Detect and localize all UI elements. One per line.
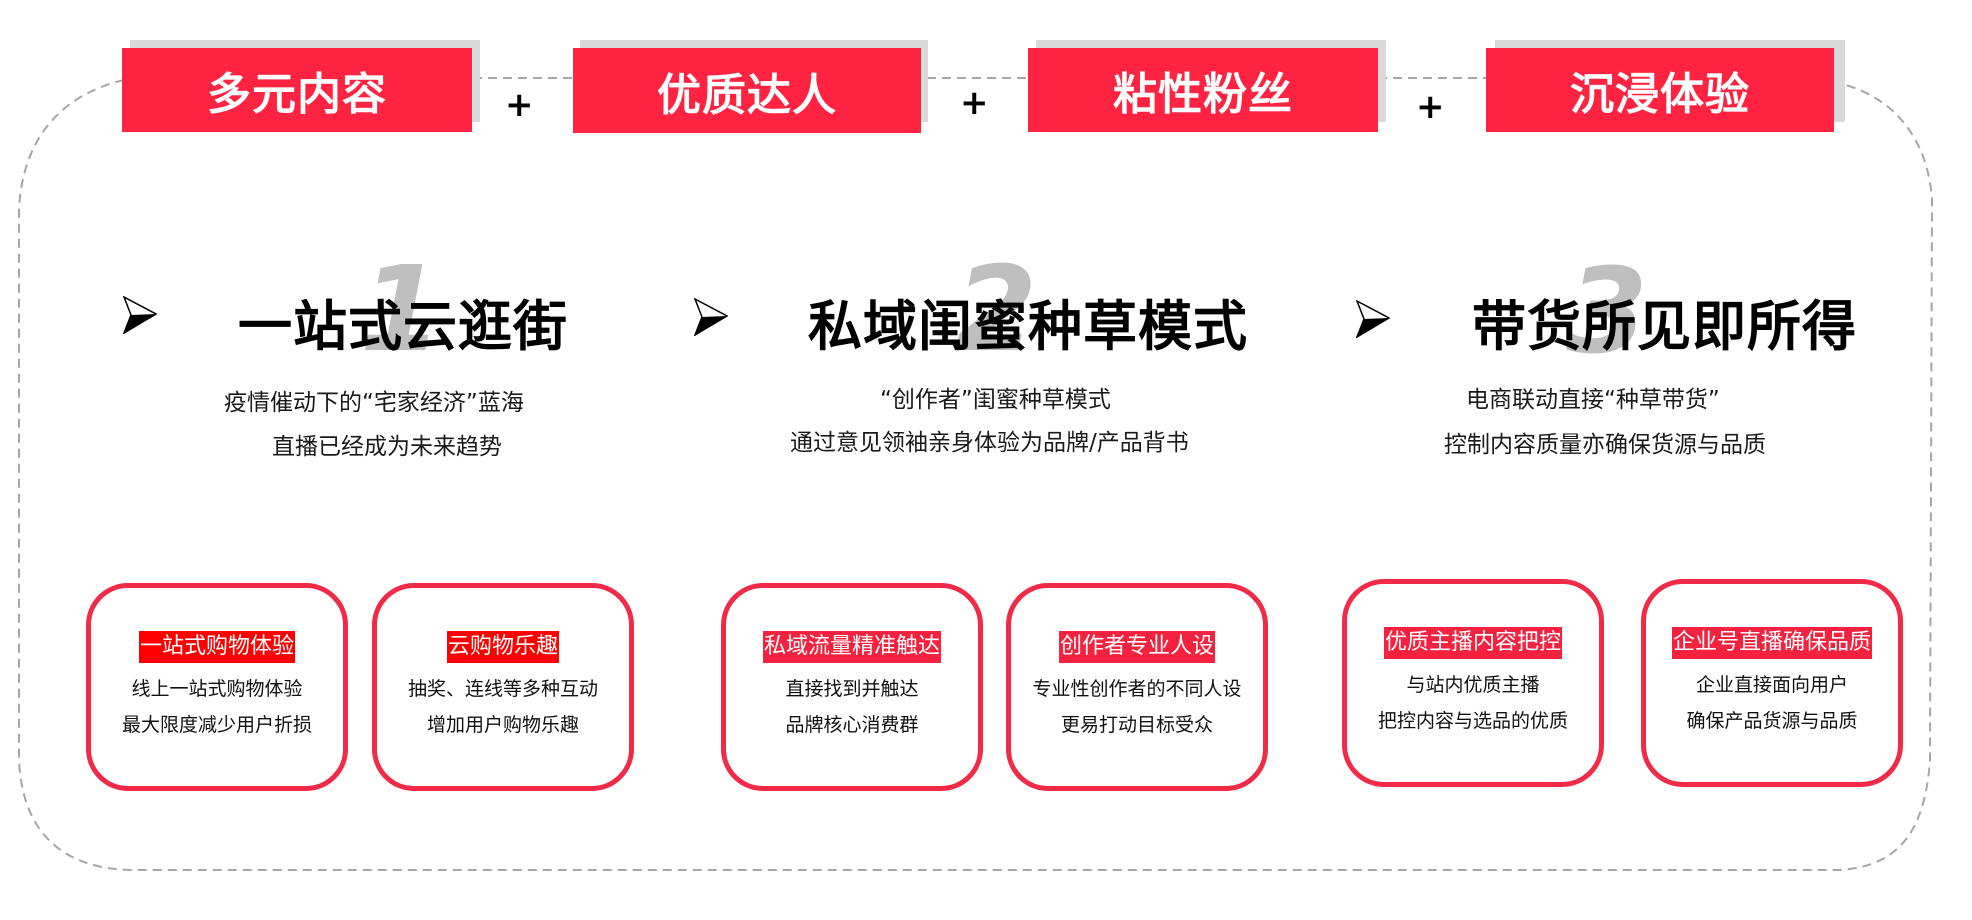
card-line: 把控内容与选品的优质 bbox=[1377, 710, 1568, 732]
card-line: 品牌核心消费群 bbox=[785, 714, 919, 736]
card-title: 私域流量精准触达 bbox=[762, 631, 941, 663]
card-line: 增加用户购物乐趣 bbox=[426, 714, 579, 736]
plus-connector: + bbox=[960, 83, 989, 123]
arrowhead-icon bbox=[123, 296, 157, 334]
pillar-loyal-fans: 粘性粉丝 bbox=[1028, 48, 1378, 132]
section-subtitle-line: 直播已经成为未来趋势 bbox=[272, 434, 502, 460]
feature-card: 企业号直播确保品质 企业直接面向用户 确保产品货源与品质 bbox=[1641, 579, 1903, 787]
arrowhead-icon bbox=[1356, 300, 1390, 338]
card-line: 与站内优质主播 bbox=[1406, 674, 1540, 696]
card-line: 直接找到并触达 bbox=[785, 678, 919, 700]
section-number: 1 bbox=[360, 240, 443, 378]
section-subtitle-line: 电商联动直接“种草带货” bbox=[1466, 387, 1720, 413]
card-line: 更易打动目标受众 bbox=[1060, 714, 1213, 736]
card-title: 云购物乐趣 bbox=[446, 631, 559, 663]
pillar-quality-influencers: 优质达人 bbox=[573, 48, 921, 133]
feature-card: 优质主播内容把控 与站内优质主播 把控内容与选品的优质 bbox=[1342, 579, 1604, 787]
card-line: 线上一站式购物体验 bbox=[131, 678, 303, 700]
section-number: 2 bbox=[955, 240, 1038, 378]
pillar-diverse-content: 多元内容 bbox=[122, 48, 472, 132]
plus-connector: + bbox=[1416, 87, 1445, 127]
section-subtitle-line: 通过意见领袖亲身体验为品牌/产品背书 bbox=[790, 430, 1189, 456]
feature-card: 云购物乐趣 抽奖、连线等多种互动 增加用户购物乐趣 bbox=[372, 583, 634, 791]
arrowhead-icon bbox=[694, 298, 728, 336]
card-line: 企业直接面向用户 bbox=[1695, 674, 1848, 696]
section-subtitle-line: 控制内容质量亦确保货源与品质 bbox=[1444, 432, 1766, 458]
card-line: 抽奖、连线等多种互动 bbox=[407, 678, 598, 700]
card-title: 优质主播内容把控 bbox=[1383, 627, 1562, 659]
card-line: 最大限度减少用户折损 bbox=[121, 714, 312, 736]
card-line: 专业性创作者的不同人设 bbox=[1032, 678, 1242, 700]
section-title: 一站式云逛街 bbox=[238, 295, 568, 358]
plus-connector: + bbox=[505, 85, 534, 125]
section-subtitle-line: “创作者”闺蜜种草模式 bbox=[880, 387, 1111, 413]
section-title: 带货所见即所得 bbox=[1472, 295, 1857, 358]
section-subtitle-line: 疫情催动下的“宅家经济”蓝海 bbox=[224, 390, 524, 416]
card-line: 确保产品货源与品质 bbox=[1686, 710, 1858, 732]
section-number: 3 bbox=[1566, 242, 1649, 380]
section-title: 私域闺蜜种草模式 bbox=[808, 295, 1248, 358]
feature-card: 一站式购物体验 线上一站式购物体验 最大限度减少用户折损 bbox=[86, 583, 348, 791]
card-title: 一站式购物体验 bbox=[138, 631, 295, 663]
card-title: 企业号直播确保品质 bbox=[1671, 627, 1872, 659]
feature-card: 创作者专业人设 专业性创作者的不同人设 更易打动目标受众 bbox=[1006, 583, 1268, 791]
card-title: 创作者专业人设 bbox=[1058, 631, 1215, 663]
feature-card: 私域流量精准触达 直接找到并触达 品牌核心消费群 bbox=[721, 583, 983, 791]
pillar-immersive-experience: 沉浸体验 bbox=[1486, 48, 1834, 132]
